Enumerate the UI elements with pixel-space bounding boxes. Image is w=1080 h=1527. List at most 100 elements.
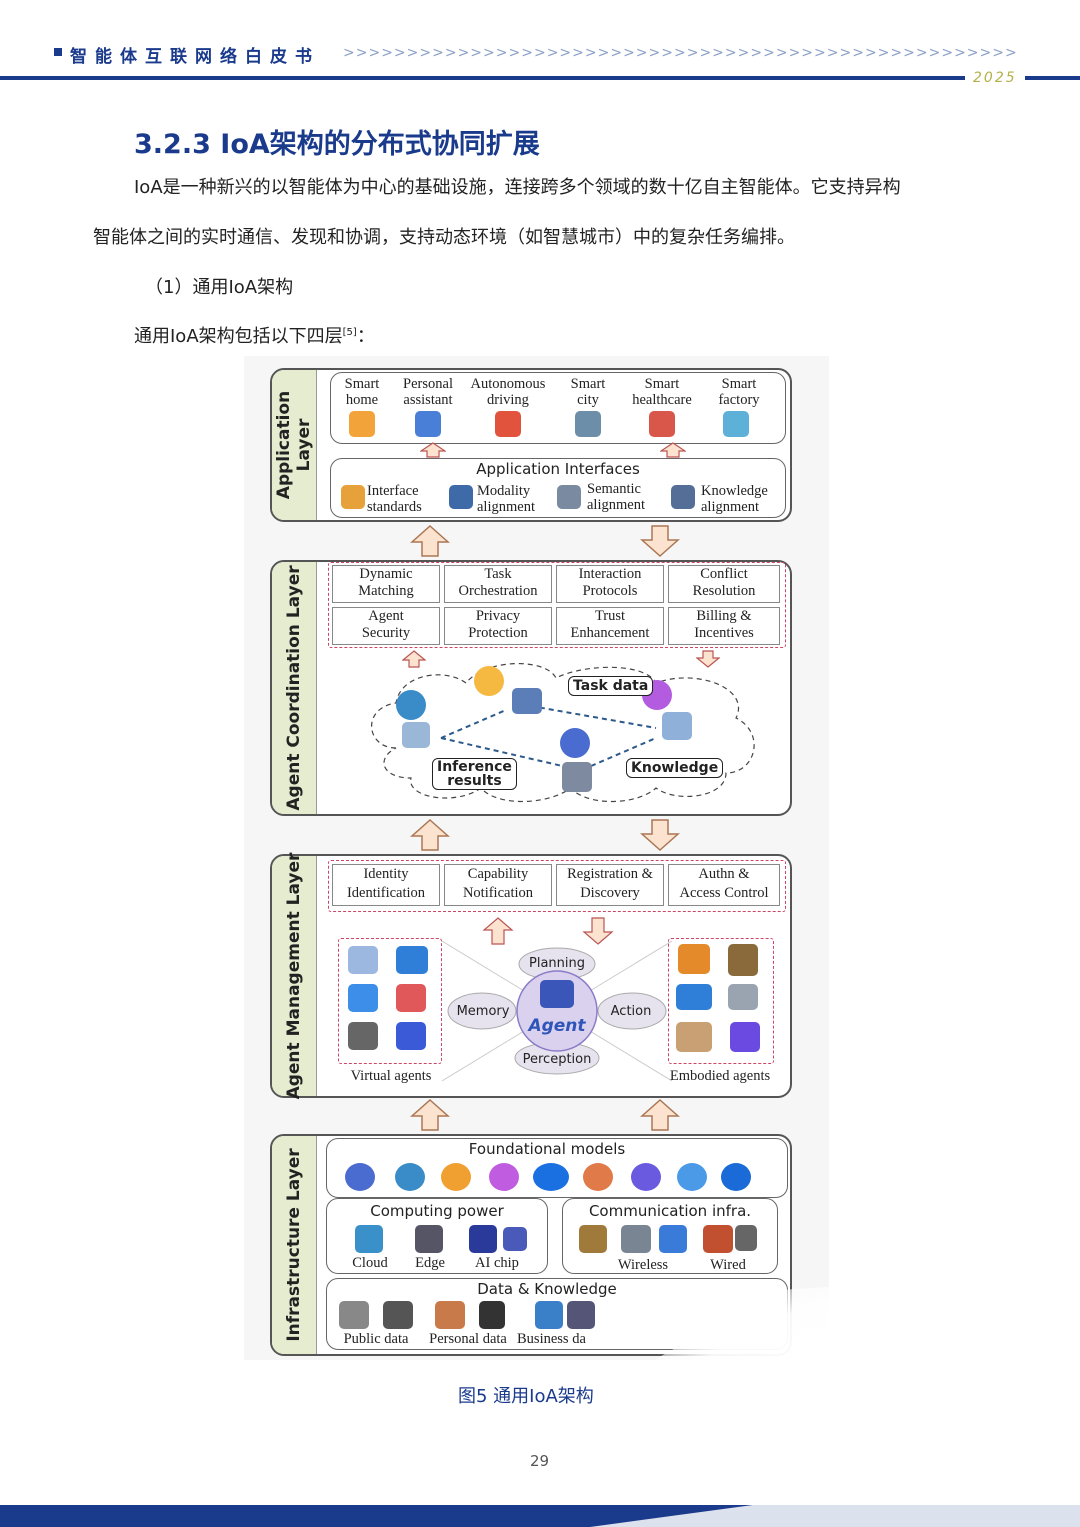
cell-line1: Conflict (700, 566, 748, 582)
agent-network-cloud (371, 662, 755, 802)
robot-icon (396, 984, 426, 1012)
computing-power-title: Computing power (370, 1202, 504, 1220)
application-label-line2: Layer (294, 418, 314, 472)
cell-line1: Agent (368, 608, 404, 624)
management-layer-label: Agent Management Layer (284, 852, 304, 1100)
figure-caption: 图5 通用IoA架构 (458, 1386, 594, 1407)
chatgpt-icon (395, 1163, 425, 1191)
deepseek-icon (560, 728, 590, 758)
virtual-agents-label: Virtual agents (350, 1068, 432, 1084)
coordination-layer-side: Agent Coordination Layer (272, 562, 317, 814)
cell-line1: Interaction (578, 566, 642, 582)
robot-icon (562, 762, 592, 792)
cell-line1: Identity (363, 866, 409, 882)
robot-icon (396, 946, 428, 974)
modality-icon (449, 485, 473, 509)
knowledge-icon (671, 485, 695, 509)
planning-label: Planning (529, 956, 585, 971)
robot-icon (348, 1022, 378, 1050)
vehicle-icon (676, 984, 712, 1010)
arrow-up-icon (410, 524, 450, 557)
model-icon (441, 1163, 471, 1191)
ai-chip-icon (469, 1225, 497, 1253)
agent-robot-icon (540, 980, 574, 1008)
arrow-up-icon (640, 1098, 680, 1131)
copilot-icon (489, 1163, 519, 1191)
claude-icon (583, 1163, 613, 1191)
cell-authn: Authn &Access Control (668, 864, 780, 906)
smart-home-icon (349, 411, 375, 437)
meta-icon (533, 1163, 569, 1191)
header-arrows: >>>>>>>>>>>>>>>>>>>>>>>>>>>>>>>>>>>>>>>>… (343, 45, 1018, 61)
arrow-up-icon (420, 442, 446, 458)
cell-line1: Privacy (475, 608, 521, 624)
arrow-down-icon (640, 819, 680, 852)
arrow-up-icon (660, 442, 686, 458)
edge-computing-icon (415, 1225, 443, 1253)
inference-line1: Inference (437, 759, 512, 775)
application-label-line1: Application (274, 390, 294, 500)
app-label-line2: factory (718, 392, 760, 408)
data-knowledge-title: Data & Knowledge (477, 1280, 617, 1298)
perception-label: Perception (522, 1052, 592, 1067)
person-icon (435, 1301, 465, 1329)
cell-line1: Billing & (696, 608, 752, 624)
coordination-functions-box (328, 562, 786, 648)
cell-line2: Resolution (692, 583, 756, 599)
cell-line2: Incentives (694, 625, 754, 641)
cloud-label: Cloud (352, 1255, 388, 1271)
intro-line: 通用IoA架构包括以下四层[5]： (134, 322, 375, 348)
qwen-icon (631, 1163, 661, 1191)
handshake-icon (567, 1301, 595, 1329)
communication-box: Communication infra. Wireless Wired (562, 1198, 778, 1274)
ai-chip-icon (503, 1227, 527, 1251)
cell-line2: Orchestration (458, 583, 538, 599)
hospital-icon (649, 411, 675, 437)
model-icon (721, 1163, 751, 1191)
cell-line1: Registration & (567, 866, 653, 882)
robot-icon (348, 946, 378, 974)
arrow-up-icon (410, 1098, 450, 1131)
header-rule-right (1025, 76, 1080, 80)
robot-icon (662, 712, 692, 740)
header-year: 2025 (973, 70, 1017, 86)
deepseek-icon (345, 1163, 375, 1191)
cable-icon (703, 1225, 733, 1253)
cell-line2: Notification (462, 885, 534, 901)
public-data-label: Public data (343, 1331, 409, 1347)
memory-label: Memory (456, 1004, 510, 1019)
robot-icon (396, 1022, 426, 1050)
app-label-line1: Smart (644, 376, 680, 392)
inference-line2: results (447, 773, 502, 789)
interface-line1: Knowledge (701, 483, 768, 499)
agent-label: Agent (528, 1016, 586, 1036)
robot-arm-icon (678, 944, 710, 974)
infrastructure-layer: Infrastructure Layer Foundational models… (270, 1134, 792, 1356)
app-label-line1: Personal (403, 376, 453, 392)
robot-icon (402, 722, 430, 748)
interface-line1: Interface (367, 483, 419, 499)
communication-title: Communication infra. (588, 1202, 752, 1220)
factory-icon (723, 411, 749, 437)
app-label-line2: assistant (403, 392, 453, 408)
coordination-layer-label: Agent Coordination Layer (284, 565, 304, 811)
section-title: 3.2.3 IoA架构的分布式协同扩展 (134, 129, 540, 160)
cell-line2: Security (361, 625, 411, 641)
